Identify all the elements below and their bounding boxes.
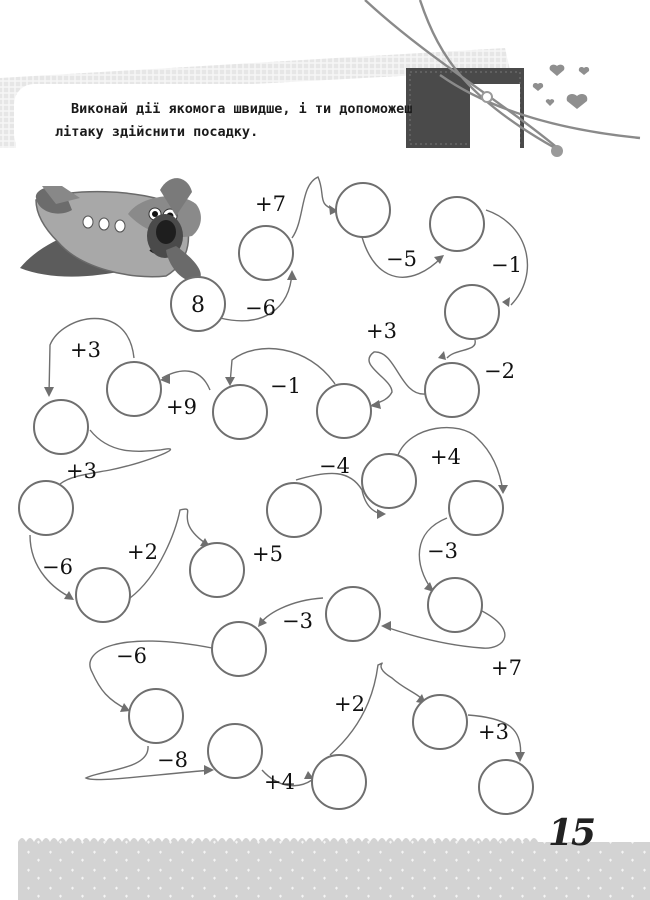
operation-label: +3: [478, 720, 509, 744]
answer-circle[interactable]: [448, 480, 504, 536]
start-value: 8: [191, 293, 205, 318]
answer-circle[interactable]: [412, 694, 468, 750]
maze-circles: 8: [18, 182, 534, 815]
cartoon-airplane-illustration: [20, 178, 201, 282]
operation-label: +9: [166, 395, 197, 419]
page-number: 15: [548, 812, 596, 854]
answer-circle[interactable]: [266, 482, 322, 538]
answer-circle[interactable]: [316, 383, 372, 439]
answer-circle[interactable]: [238, 225, 294, 281]
operation-label: −1: [491, 253, 522, 277]
operation-label: −5: [386, 247, 417, 271]
footer-band: [18, 838, 650, 900]
pin-string-decoration: [364, 0, 641, 157]
instruction-line-2: літаку здійснити посадку.: [55, 124, 259, 140]
answer-circle[interactable]: [335, 182, 391, 238]
answer-circle[interactable]: [106, 361, 162, 417]
answer-circle[interactable]: [207, 723, 263, 779]
operation-label: −4: [319, 454, 350, 478]
answer-circle[interactable]: [212, 384, 268, 440]
answer-circle[interactable]: [75, 567, 131, 623]
operation-label: +2: [127, 540, 158, 564]
instruction-line-1: Виконай дії якомога швидше, і ти допомож…: [71, 101, 413, 117]
answer-circle[interactable]: [478, 759, 534, 815]
operation-label: +3: [366, 319, 397, 343]
answer-circle[interactable]: [361, 453, 417, 509]
operation-label: −2: [484, 359, 515, 383]
answer-circle[interactable]: [444, 284, 500, 340]
answer-circle[interactable]: [33, 399, 89, 455]
answer-circle[interactable]: [325, 586, 381, 642]
answer-circle[interactable]: [128, 688, 184, 744]
heart-decoration-icon: [532, 64, 590, 109]
operation-label: −1: [270, 374, 301, 398]
operation-label: −8: [157, 748, 188, 772]
operation-label: +5: [252, 542, 283, 566]
operation-label: +3: [70, 338, 101, 362]
operation-label: −6: [116, 644, 147, 668]
answer-circle[interactable]: [424, 362, 480, 418]
operation-label: −6: [245, 296, 276, 320]
maze-operations: −6 +7 −5 −1 −2 +3 −1 +9 +3 +3 −6 +2 +5 −…: [42, 192, 522, 794]
operation-label: +7: [255, 192, 286, 216]
instruction-text: Виконай дії якомога швидше, і ти допомож…: [55, 98, 495, 144]
answer-circle[interactable]: [189, 542, 245, 598]
answer-circle[interactable]: [311, 754, 367, 810]
start-circle: [170, 276, 226, 332]
answer-circle[interactable]: [429, 196, 485, 252]
operation-label: −6: [42, 555, 73, 579]
operation-label: −3: [282, 609, 313, 633]
answer-circle[interactable]: [211, 621, 267, 677]
operation-label: +4: [264, 770, 295, 794]
answer-circle[interactable]: [18, 480, 74, 536]
operation-label: −3: [427, 539, 458, 563]
operation-label: +7: [491, 656, 522, 680]
answer-circle[interactable]: [427, 577, 483, 633]
operation-label: +3: [66, 459, 97, 483]
operation-label: +2: [334, 692, 365, 716]
operation-label: +4: [430, 445, 461, 469]
